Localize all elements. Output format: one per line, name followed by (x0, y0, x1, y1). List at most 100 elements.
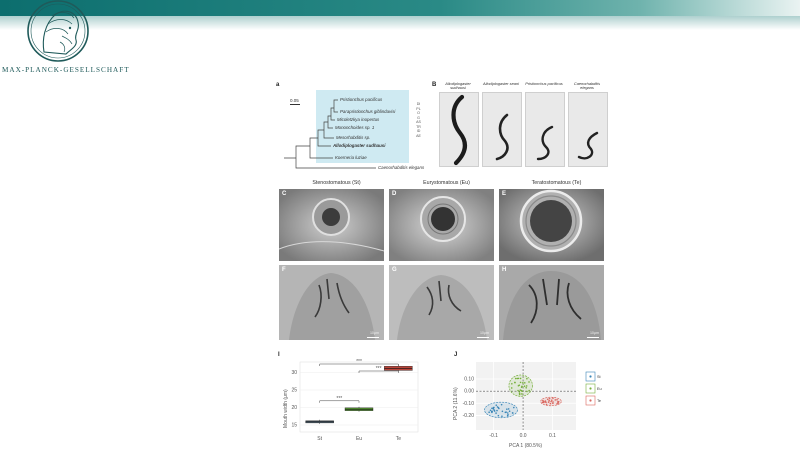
legend-label-St: St (597, 375, 602, 379)
ylabel-j: PCA 2 (11.6%) (453, 387, 459, 420)
sem-image-teratostomatous: E (499, 189, 604, 261)
point-Te-3 (547, 401, 550, 403)
scale-label-g: 10μm (479, 331, 489, 335)
ytick-i-0: 15 (291, 423, 297, 429)
point-St-23 (493, 409, 496, 412)
taxon-3: Mononchoides sp. 1 (335, 125, 375, 130)
point-St-9 (491, 407, 493, 410)
worm-header-3: Caenorhabditis elegans (573, 81, 601, 91)
point-Te-7 (545, 403, 548, 406)
ellipse-St (484, 401, 518, 419)
point-Te-23 (552, 397, 554, 399)
point-Eu-15 (514, 381, 516, 384)
worm-header-2: Pristionchus pacificus (525, 81, 563, 86)
xtick-Te: Te (396, 436, 402, 442)
point-Eu-28 (525, 387, 527, 389)
point-Te-22 (542, 400, 545, 403)
header-stenostomatous: Stenostomatous (St) (312, 180, 361, 186)
xtick-j-1: 0.0 (520, 433, 527, 439)
point-Eu-10 (518, 393, 521, 396)
sem-image-stenostomatous: C (279, 189, 384, 261)
ytick-i-1: 20 (291, 405, 297, 411)
tree-group-label: DIPLOGASTRIDAE (416, 102, 421, 138)
org-wordmark: MAX-PLANCK-GESELLSCHAFT (2, 66, 130, 74)
panel-label-j: J (454, 352, 458, 358)
legend-label-Te: Te (597, 399, 601, 403)
xtick-j-0: -0.1 (489, 433, 498, 439)
worm-image-1 (482, 92, 522, 167)
point-St-5 (497, 414, 500, 417)
point-Eu-4 (528, 381, 530, 383)
ytick-i-2: 25 (291, 388, 297, 394)
sem-image-eurystomatous: D (389, 189, 494, 261)
point-St-11 (512, 406, 515, 409)
minerva-logo-icon (27, 0, 89, 62)
ytick-j-0: 0.10 (464, 377, 474, 383)
header-gradient-shade (0, 16, 800, 30)
header-teratostomatous: Teratostomatous (Te) (531, 180, 582, 186)
sig-bracket-0 (319, 400, 360, 403)
panel-d-tag: D (392, 191, 397, 197)
point-St-26 (504, 411, 507, 414)
point-Eu-24 (511, 382, 513, 385)
box-Te (384, 366, 413, 371)
ylabel-i: Mouth width (μm) (283, 389, 289, 428)
panel-g-tag: G (392, 267, 397, 273)
ytick-j-3: -0.20 (463, 413, 475, 419)
xtick-j-2: 0.1 (549, 433, 556, 439)
sig-label-0: *** (336, 396, 342, 402)
panel-h-tag: H (502, 267, 507, 273)
worm-image-2 (525, 92, 565, 167)
point-Eu-11 (525, 385, 528, 387)
point-Eu-16 (526, 390, 528, 393)
worm-header-1: Allodiplogaster seani (483, 81, 519, 86)
point-St-24 (493, 406, 495, 409)
ytick-j-1: 0.00 (464, 389, 474, 395)
header-eurystomatous: Eurystomatous (Eu) (423, 180, 470, 186)
point-Te-0 (551, 399, 553, 401)
plot-area-j (476, 362, 576, 430)
legend-label-Eu: Eu (597, 387, 602, 391)
point-Eu-5 (519, 377, 522, 380)
panel-label-b: B (432, 82, 437, 88)
point-Te-9 (549, 402, 552, 405)
point-Eu-29 (520, 389, 523, 392)
xtick-Eu: Eu (356, 436, 362, 442)
point-Te-21 (554, 399, 557, 401)
worm-image-0 (439, 92, 479, 167)
scale-label-f: 10μm (369, 331, 379, 335)
point-St-28 (508, 410, 511, 413)
point-Eu-14 (510, 387, 513, 389)
figure: a 0.05 Pristionchus pacificus Parapristi… (276, 80, 616, 450)
point-Te-19 (556, 399, 558, 401)
point-St-29 (495, 404, 498, 406)
dic-image-teratostomatous: H 10μm (499, 265, 604, 340)
point-St-22 (501, 415, 503, 417)
point-Eu-17 (523, 382, 526, 384)
point-Eu-19 (517, 377, 520, 380)
point-St-15 (496, 406, 499, 408)
panel-f-tag: F (282, 267, 286, 273)
point-St-20 (495, 412, 497, 414)
sig-label-2: *** (376, 366, 382, 372)
point-Te-17 (556, 403, 558, 405)
xtick-St: St (317, 436, 322, 442)
tree-scale-label: 0.05 (290, 98, 299, 103)
sig-label-1: *** (356, 359, 362, 365)
point-St-19 (507, 413, 509, 416)
legend-dot-Te (589, 399, 592, 402)
taxon-1: Parapristionchus giblindavisi (340, 109, 396, 114)
point-Te-8 (548, 397, 551, 400)
legend-dot-Eu (589, 387, 592, 390)
legend-dot-St (589, 375, 592, 378)
point-Te-13 (556, 401, 559, 403)
dic-image-eurystomatous: G 10μm (389, 265, 494, 340)
taxon-5: Allodiplogaster sudhausi (333, 143, 386, 148)
ytick-j-2: -0.10 (463, 401, 475, 407)
dic-image-stenostomatous: F 10μm (279, 265, 384, 340)
tree-highlight-box (316, 90, 409, 163)
point-Te-1 (550, 400, 552, 403)
point-St-10 (501, 410, 504, 413)
